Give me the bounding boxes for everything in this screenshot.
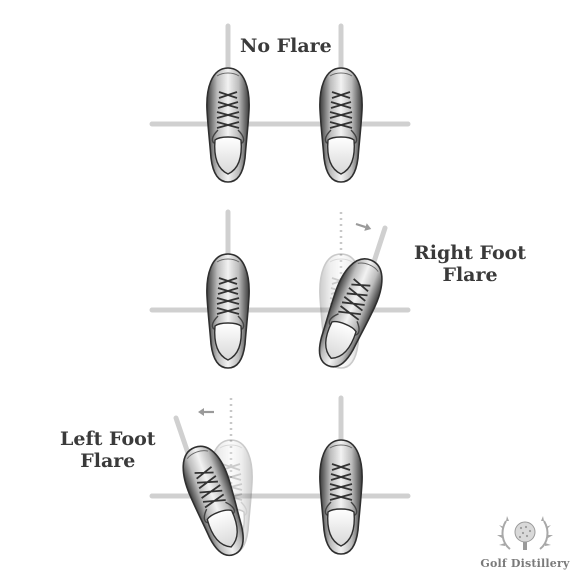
panel-left-foot-flare [149, 395, 411, 563]
right-shoe [318, 67, 364, 183]
brand-logo: Golf Distillery [470, 513, 576, 575]
right-foot-flare-line-2: Flare [442, 264, 498, 286]
right-shoe [318, 439, 364, 555]
arrow-right-icon [353, 219, 374, 234]
golf-ball-laurel-icon [497, 516, 553, 550]
left-foot-flare-line-2: Flare [80, 450, 136, 472]
brand-name: Golf Distillery [480, 557, 570, 570]
left-shoe [205, 253, 251, 369]
right-foot-flare-line-1: Right Foot [414, 242, 527, 264]
left-foot-flare-line-1: Left Foot [60, 428, 156, 450]
left-foot-flare-label: Left Foot Flare [60, 428, 156, 472]
no-flare-label: No Flare [240, 35, 332, 57]
panel-right-foot-flare [149, 209, 411, 375]
right-foot-flare-label: Right Foot Flare [414, 242, 526, 286]
arrow-left-icon [196, 406, 216, 418]
panel-no-flare [149, 23, 411, 183]
left-shoe [205, 67, 251, 183]
